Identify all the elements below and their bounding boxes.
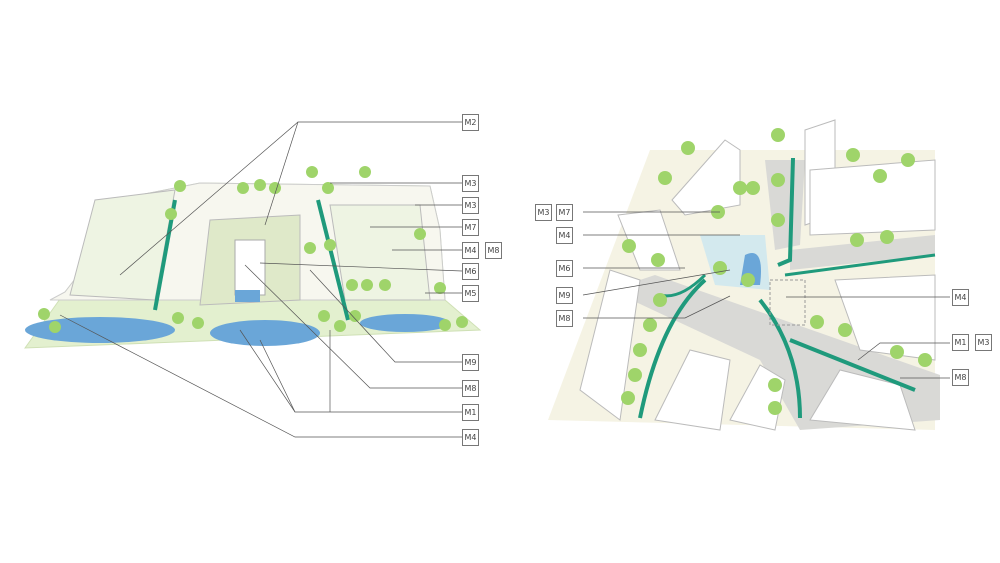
label-m6: M6 bbox=[462, 263, 479, 280]
label-m2: M2 bbox=[462, 114, 479, 131]
label-m3: M3 bbox=[975, 334, 992, 351]
label-m6: M6 bbox=[556, 260, 573, 277]
label-m9: M9 bbox=[556, 287, 573, 304]
label-m9: M9 bbox=[462, 354, 479, 371]
label-m8: M8 bbox=[952, 369, 969, 386]
label-m7: M7 bbox=[462, 219, 479, 236]
label-m4: M4 bbox=[952, 289, 969, 306]
label-m4: M4 bbox=[556, 227, 573, 244]
label-m8: M8 bbox=[462, 380, 479, 397]
label-m5: M5 bbox=[462, 285, 479, 302]
label-m3: M3 bbox=[535, 204, 552, 221]
label-m3: M3 bbox=[462, 175, 479, 192]
label-m1: M1 bbox=[952, 334, 969, 351]
label-m8: M8 bbox=[485, 242, 502, 259]
label-m4: M4 bbox=[462, 429, 479, 446]
label-m4: M4 bbox=[462, 242, 479, 259]
label-m8: M8 bbox=[556, 310, 573, 327]
label-m1: M1 bbox=[462, 404, 479, 421]
label-m3: M3 bbox=[462, 197, 479, 214]
right-street-plan bbox=[548, 119, 940, 431]
label-m7: M7 bbox=[556, 204, 573, 221]
leader-lines bbox=[59, 121, 950, 438]
left-site-plan bbox=[23, 166, 482, 349]
